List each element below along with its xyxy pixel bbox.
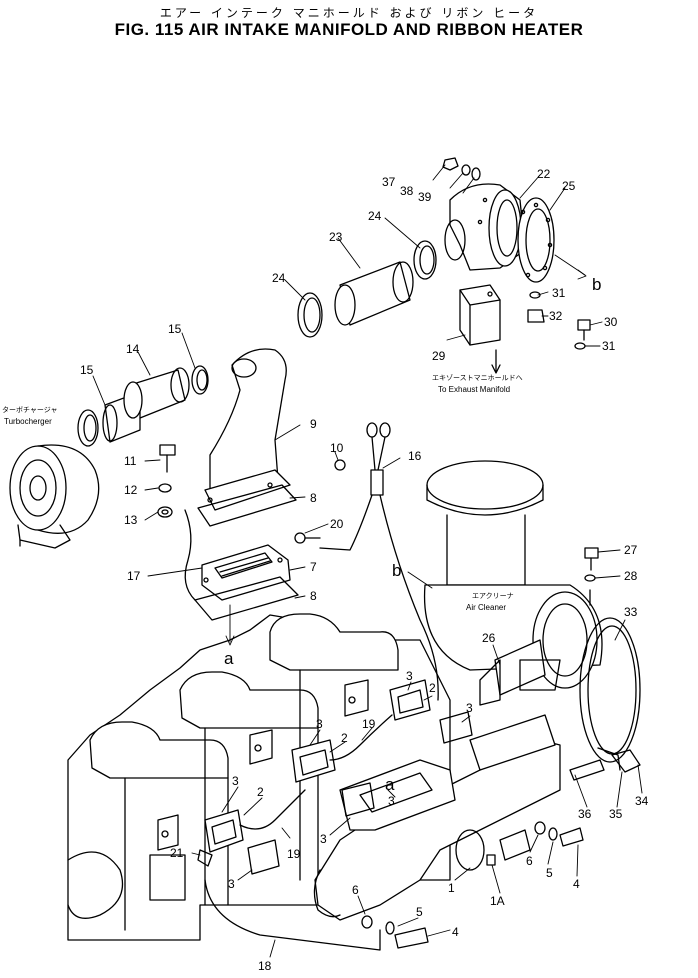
callout-30: 30 xyxy=(604,315,618,329)
callout-19-lower: 19 xyxy=(287,847,301,861)
callout-17: 17 xyxy=(127,569,141,583)
exhaust-elbow-22 xyxy=(444,183,555,283)
callout-37: 37 xyxy=(382,175,396,189)
bracket-29 xyxy=(459,284,501,374)
leader-lines xyxy=(92,164,643,958)
figure-title: FIG. 115 AIR INTAKE MANIFOLD AND RIBBON … xyxy=(114,20,584,39)
exhaust-note-en: To Exhaust Manifold xyxy=(438,385,510,394)
callout-3-a: 3 xyxy=(406,669,413,683)
connector-21 xyxy=(197,849,213,867)
ref-a-upper: a xyxy=(224,649,234,668)
callout-28: 28 xyxy=(624,569,638,583)
callout-5-upper: 5 xyxy=(546,866,553,880)
callout-3-e: 3 xyxy=(320,832,327,846)
callout-3-b: 3 xyxy=(466,701,473,715)
callout-8-lower: 8 xyxy=(310,589,317,603)
callout-9: 9 xyxy=(310,417,317,431)
callout-32: 32 xyxy=(549,309,563,323)
callout-33: 33 xyxy=(624,605,638,619)
air-cleaner xyxy=(423,460,603,706)
callout-6-lower: 6 xyxy=(352,883,359,897)
callout-3-f: 3 xyxy=(228,877,235,891)
callout-34: 34 xyxy=(635,794,649,808)
callout-31-upper: 31 xyxy=(552,286,566,300)
callout-35: 35 xyxy=(609,807,623,821)
callout-29: 29 xyxy=(432,349,446,363)
callout-2-c: 2 xyxy=(257,785,264,799)
callout-14: 14 xyxy=(126,342,140,356)
callout-numbers: 37 38 39 22 25 24 23 24 31 32 30 31 29 1… xyxy=(80,167,649,973)
callout-2-b: 2 xyxy=(341,731,348,745)
callout-2-a: 2 xyxy=(429,681,436,695)
callout-5-lower: 5 xyxy=(416,905,423,919)
bolt-and-washers xyxy=(157,444,176,518)
hose-clamps-and-sleeve xyxy=(77,365,209,447)
callout-20: 20 xyxy=(330,517,344,531)
bolts-4-5-6 xyxy=(361,821,584,949)
callout-27: 27 xyxy=(624,543,638,557)
callout-25: 25 xyxy=(562,179,576,193)
callout-8-upper: 8 xyxy=(310,491,317,505)
callout-26: 26 xyxy=(482,631,496,645)
callout-1: 1 xyxy=(448,881,455,895)
wire-19-upper xyxy=(329,714,393,761)
exhaust-note-jp: エキゾーストマニホールドへ xyxy=(432,374,523,382)
bolt-27-washer-28 xyxy=(584,547,599,606)
intake-manifold xyxy=(313,714,561,921)
callout-19-upper: 19 xyxy=(362,717,376,731)
callout-1A: 1A xyxy=(490,894,505,908)
callout-3-g: 3 xyxy=(388,794,395,808)
callout-16: 16 xyxy=(408,449,422,463)
notes: ターボチャージャ Turbocherger エキゾーストマニホールドへ To E… xyxy=(2,275,601,794)
callout-10: 10 xyxy=(330,441,344,455)
callout-15-upper: 15 xyxy=(168,322,182,336)
callout-36: 36 xyxy=(578,807,592,821)
callout-7: 7 xyxy=(310,560,317,574)
callout-22: 22 xyxy=(537,167,551,181)
ribbon-heater-assembly xyxy=(194,544,299,621)
callout-18: 18 xyxy=(258,959,272,973)
wire-17 xyxy=(184,509,196,601)
callout-24-lower: 24 xyxy=(272,271,286,285)
cleaner-note-jp: エアクリーナ xyxy=(472,592,514,600)
ref-b-cleaner: b xyxy=(392,561,401,580)
ref-a-lower: a xyxy=(385,775,395,794)
intake-elbow-duct xyxy=(197,348,297,527)
turbo-note-jp: ターボチャージャ xyxy=(2,405,57,414)
callout-24-upper: 24 xyxy=(368,209,382,223)
cleaner-note-en: Air Cleaner xyxy=(466,603,506,612)
nut-37-washers-38-39 xyxy=(442,157,481,181)
callout-12: 12 xyxy=(124,483,138,497)
wire-harness-16 xyxy=(294,422,439,701)
callout-13: 13 xyxy=(124,513,138,527)
callout-6-upper: 6 xyxy=(526,854,533,868)
turbo-note-en: Turbocherger xyxy=(4,417,52,426)
callout-11: 11 xyxy=(124,454,137,468)
callout-21: 21 xyxy=(170,846,184,860)
callout-4-upper: 4 xyxy=(573,877,580,891)
callout-38: 38 xyxy=(400,184,414,198)
callout-3-d: 3 xyxy=(232,774,239,788)
callout-3-c: 3 xyxy=(316,717,323,731)
turbocharger xyxy=(9,444,100,549)
band-clamp-33 xyxy=(569,617,641,781)
callout-31-lower: 31 xyxy=(602,339,616,353)
hose-23-and-clamps xyxy=(297,240,437,338)
port-heaters-and-gaskets xyxy=(204,679,473,875)
callout-4-lower: 4 xyxy=(452,925,459,939)
callout-39: 39 xyxy=(418,190,432,204)
wire-19-lower xyxy=(239,789,306,830)
bolts-30-32-washers-31 xyxy=(527,291,591,350)
wire-18 xyxy=(204,879,381,951)
ref-b-right: b xyxy=(592,275,601,294)
callout-23: 23 xyxy=(329,230,343,244)
callout-15-lower: 15 xyxy=(80,363,94,377)
title-japanese: エアー インテーク マニホールド および リボン ヒータ xyxy=(159,6,539,20)
